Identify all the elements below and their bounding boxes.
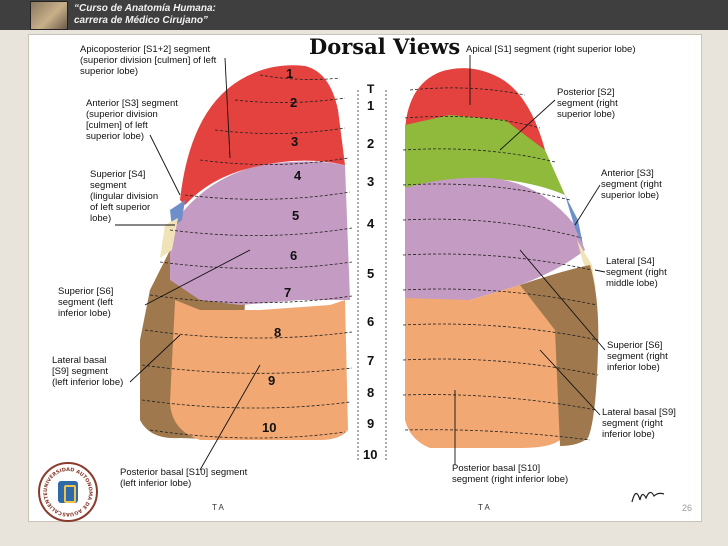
artist-signature (631, 491, 665, 503)
left-orange-lower (170, 300, 348, 440)
label-apicoposterior-s1-2: Apicoposterior [S1+2] segment (superior … (80, 44, 217, 77)
label-apical-s1-right: Apical [S1] segment (right superior lobe… (466, 44, 636, 55)
rib-number: 2 (290, 95, 298, 110)
label-posterior-s2-right: Posterior [S2] segment (right superior l… (557, 87, 618, 120)
rib-number: 5 (292, 208, 300, 223)
label-posterior-basal-s10-right: Posterior basal [S10] segment (right inf… (452, 463, 569, 485)
university-logo: UNIVERSIDAD AUTONOMA DE AGUASCALIENTES (38, 462, 98, 522)
header-bar: “Curso de Anatomía Humana: carrera de Mé… (0, 0, 728, 30)
vertebra-number: 9 (367, 416, 375, 431)
slide-title: Dorsal Views (309, 34, 461, 59)
label-anterior-s3-left: Anterior [S3] segment (superior division… (86, 98, 178, 142)
vertebra-number: 3 (367, 174, 375, 189)
rib-number: 6 (290, 248, 298, 263)
vertebra-number: 5 (367, 266, 375, 281)
rib-number: 7 (284, 285, 292, 300)
label-posterior-basal-s10-left: Posterior basal [S10] segment (left infe… (120, 467, 248, 489)
vertebra-number: 7 (367, 353, 375, 368)
vertebra-number: 2 (367, 136, 375, 151)
left-cream-strip (160, 218, 178, 258)
vertebra-number: 4 (367, 216, 375, 231)
vertebra-number: 10 (363, 447, 378, 462)
bottom-caption-right: T A (478, 503, 490, 512)
rib-number: 4 (294, 168, 302, 183)
vertebra-number: 8 (367, 385, 375, 400)
leader-lines (115, 55, 606, 471)
label-superior-s6-left: Superior [S6] segment (left inferior lob… (58, 286, 114, 319)
left-red-upper (180, 65, 345, 205)
label-lateral-s4-right: Lateral [S4] segment (right middle lobe) (606, 256, 667, 289)
label-lateral-basal-s9-left: Lateral basal [S9] segment (left inferio… (52, 355, 124, 388)
course-thumbnail (30, 1, 68, 30)
rib-number: 1 (286, 66, 294, 81)
bottom-caption-left: T A (212, 503, 224, 512)
label-superior-s4-left: Superior [S4] segment (lingular division… (90, 169, 159, 224)
label-anterior-s3-right: Anterior [S3] segment (right superior lo… (601, 168, 662, 201)
label-superior-s6-right: Superior [S6] segment (right inferior lo… (607, 340, 668, 373)
spine (357, 90, 387, 460)
right-violet-middle (405, 177, 585, 300)
rib-number: 10 (262, 420, 277, 435)
right-rib-lines (402, 87, 599, 441)
vertebra-number: 1 (367, 98, 375, 113)
right-brown-lateral (520, 265, 599, 446)
right-lung (405, 68, 599, 448)
rib-number: 3 (291, 134, 299, 149)
course-title: “Curso de Anatomía Humana: carrera de Mé… (74, 3, 216, 26)
label-lateral-basal-s9-right: Lateral basal [S9] segment (right inferi… (602, 407, 676, 440)
vertebra-number: T (367, 82, 375, 96)
rib-number: 9 (268, 373, 276, 388)
rib-number: 8 (274, 325, 282, 340)
page-number: 26 (682, 503, 693, 513)
right-orange-lower (405, 285, 560, 448)
logo-emblem (58, 481, 78, 503)
right-green-posterior (405, 115, 565, 195)
right-blue-strip (565, 195, 583, 245)
left-rib-lines (141, 74, 353, 439)
left-brown-corner (140, 262, 180, 420)
vertebra-number: 6 (367, 314, 375, 329)
